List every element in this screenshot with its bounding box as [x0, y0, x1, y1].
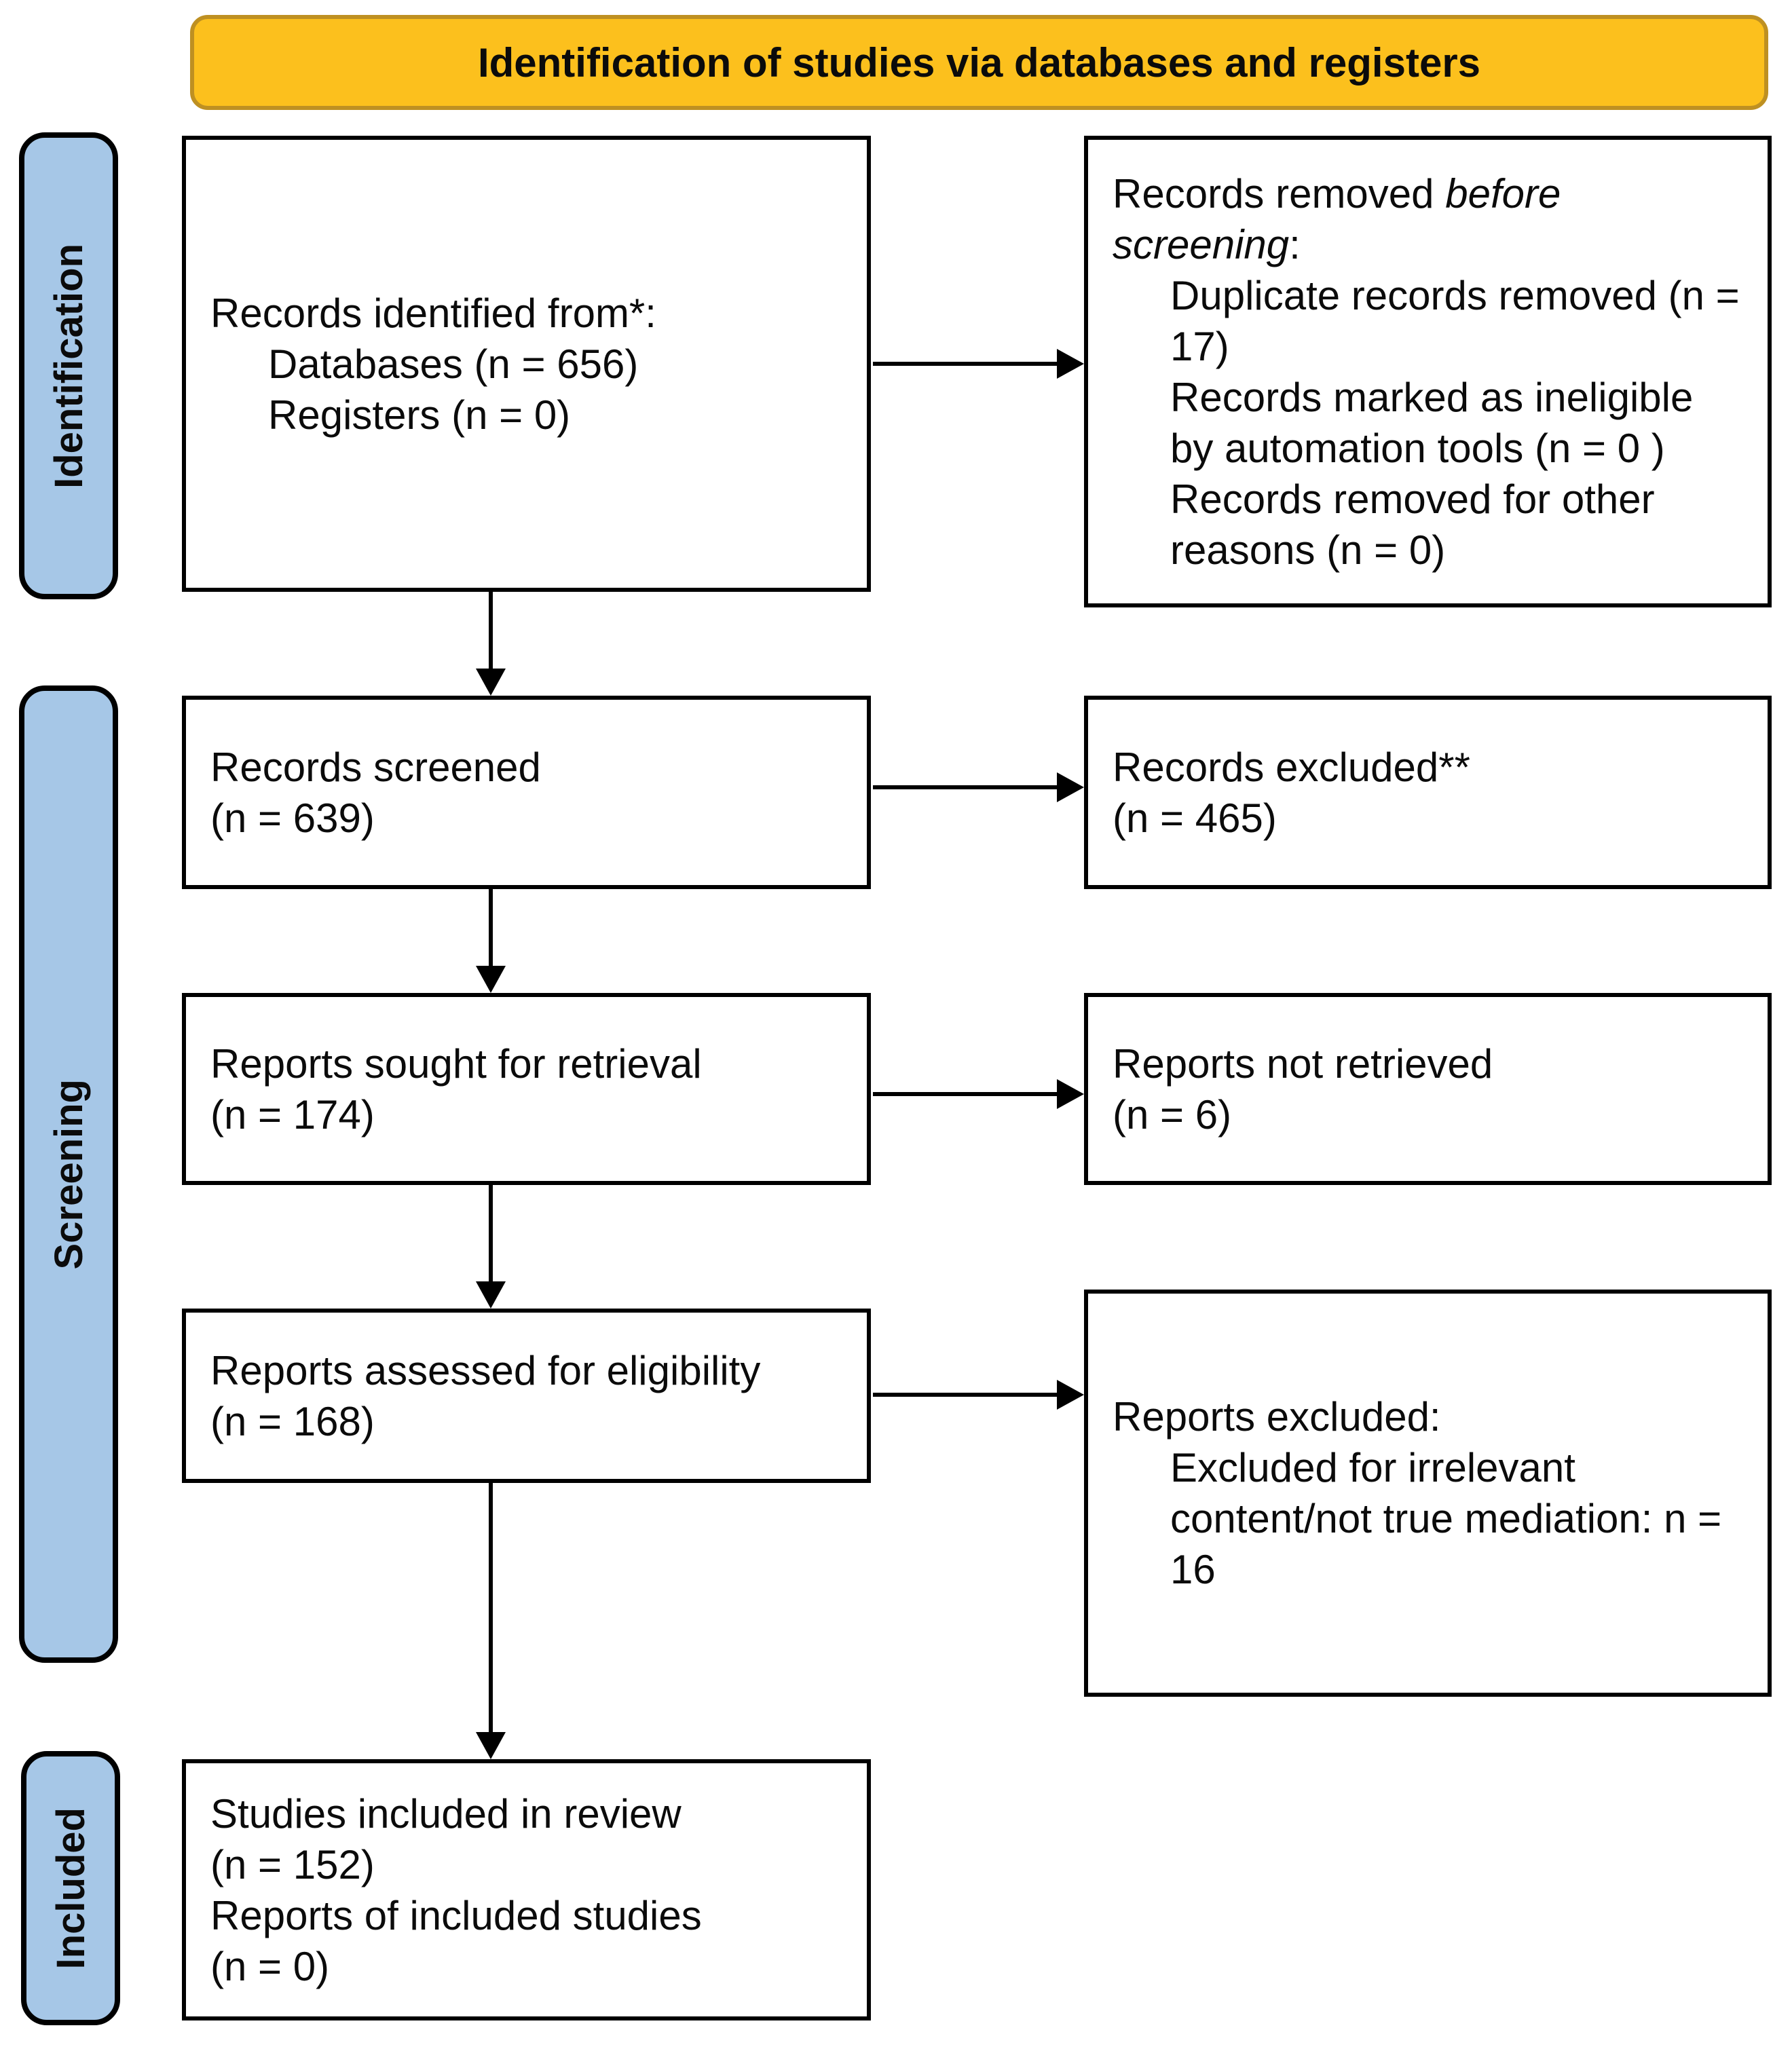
- box-records-removed-heading: Records removed before screening:: [1113, 168, 1740, 270]
- box-reports-excluded: Reports excluded: Excluded for irrelevan…: [1084, 1290, 1772, 1697]
- box-records-excluded-line1: Records excluded**: [1113, 744, 1470, 790]
- box-reports-sought-line1: Reports sought for retrieval: [210, 1040, 702, 1087]
- box-reports-sought-count: (n = 174): [210, 1091, 375, 1138]
- box-records-identified-line: Records identified from*:: [210, 290, 656, 336]
- box-records-removed-other: Records removed for other reasons (n = 0…: [1170, 476, 1655, 573]
- banner-identification-via-databases: Identification of studies via databases …: [190, 15, 1768, 110]
- box-records-removed-duplicates: Duplicate records removed (n = 17): [1170, 272, 1740, 369]
- box-reports-not-retrieved: Reports not retrieved (n = 6): [1084, 993, 1772, 1185]
- arrow-down-icon: [476, 669, 506, 696]
- arrow-assessed-to-included-line: [489, 1483, 493, 1733]
- stage-badge-included-label: Included: [48, 1807, 93, 1970]
- box-records-identified-databases: Databases (n = 656): [268, 341, 639, 387]
- records-removed-italic: before screening: [1113, 170, 1561, 267]
- stage-badge-identification-label: Identification: [46, 243, 91, 489]
- arrow-right-icon: [1057, 349, 1084, 379]
- arrow-screened-to-sought-line: [489, 889, 493, 967]
- banner-title: Identification of studies via databases …: [477, 39, 1481, 86]
- records-removed-colon: :: [1289, 221, 1301, 267]
- box-records-excluded: Records excluded** (n = 465): [1084, 696, 1772, 889]
- box-studies-included-reports-line: Reports of included studies: [210, 1892, 702, 1938]
- box-reports-assessed-line1: Reports assessed for eligibility: [210, 1347, 761, 1393]
- box-records-removed-automation: Records marked as ineligible by automati…: [1170, 374, 1694, 471]
- arrow-assessed-to-excluded-line: [873, 1393, 1057, 1397]
- box-records-screened: Records screened (n = 639): [182, 696, 871, 889]
- box-records-identified: Records identified from*: Databases (n =…: [182, 136, 871, 592]
- stage-badge-screening: Screening: [19, 685, 118, 1663]
- box-reports-assessed: Reports assessed for eligibility (n = 16…: [182, 1309, 871, 1483]
- stage-badge-identification: Identification: [19, 132, 118, 599]
- box-records-screened-count: (n = 639): [210, 795, 375, 841]
- box-reports-assessed-count: (n = 168): [210, 1398, 375, 1444]
- stage-badge-screening-label: Screening: [46, 1078, 91, 1270]
- arrow-right-icon: [1057, 1079, 1084, 1109]
- box-reports-not-retrieved-line1: Reports not retrieved: [1113, 1040, 1493, 1087]
- box-reports-not-retrieved-count: (n = 6): [1113, 1091, 1232, 1138]
- stage-badge-included: Included: [21, 1751, 120, 2025]
- box-studies-included-line1: Studies included in review: [210, 1790, 682, 1837]
- box-records-identified-registers: Registers (n = 0): [268, 392, 571, 438]
- arrow-screened-to-excluded-line: [873, 785, 1057, 789]
- arrow-right-icon: [1057, 1380, 1084, 1410]
- arrow-sought-to-assessed-line: [489, 1185, 493, 1283]
- arrow-down-icon: [476, 1281, 506, 1309]
- box-records-removed-before-screening: Records removed before screening: Duplic…: [1084, 136, 1772, 607]
- records-removed-lead: Records removed: [1113, 170, 1434, 217]
- box-records-screened-line1: Records screened: [210, 744, 541, 790]
- box-records-excluded-count: (n = 465): [1113, 795, 1277, 841]
- box-reports-excluded-heading: Reports excluded:: [1113, 1394, 1441, 1440]
- arrow-sought-to-not-retrieved-line: [873, 1092, 1057, 1096]
- arrow-identified-to-screened-line: [489, 592, 493, 670]
- arrow-down-icon: [476, 966, 506, 993]
- arrow-right-icon: [1057, 772, 1084, 802]
- arrow-identified-to-removed-line: [873, 362, 1057, 366]
- box-reports-sought: Reports sought for retrieval (n = 174): [182, 993, 871, 1185]
- box-studies-included-reports-count: (n = 0): [210, 1943, 330, 1989]
- box-studies-included-count: (n = 152): [210, 1841, 375, 1887]
- box-reports-excluded-reason: Excluded for irrelevant content/not true…: [1170, 1445, 1722, 1592]
- arrow-down-icon: [476, 1732, 506, 1759]
- box-studies-included: Studies included in review (n = 152) Rep…: [182, 1759, 871, 2020]
